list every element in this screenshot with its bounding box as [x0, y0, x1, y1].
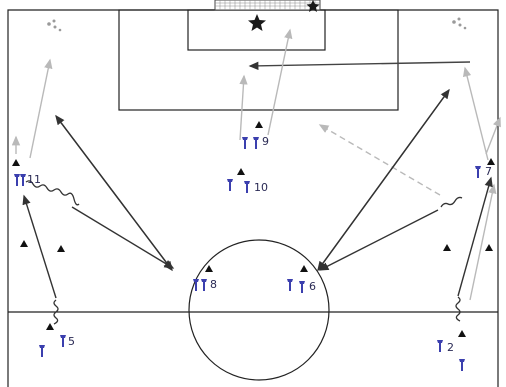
dribble-path	[53, 299, 59, 325]
goalkeeper-star-icon	[306, 0, 320, 12]
goal-net	[214, 0, 321, 11]
player-figure-icon	[459, 359, 465, 371]
dribble-path	[440, 196, 463, 208]
player-figure-icon	[201, 279, 207, 291]
run-arrow	[239, 74, 248, 141]
dribble-path	[25, 180, 80, 206]
cone-icon	[443, 244, 451, 251]
player-number: 9	[262, 135, 269, 148]
player-figure-icon	[299, 281, 305, 293]
player-number: 11	[27, 173, 41, 186]
player-figure-icon	[60, 335, 66, 347]
cone-icon	[485, 244, 493, 251]
pass-arrow	[318, 209, 439, 271]
player-number: 10	[254, 181, 268, 194]
center-circle	[188, 239, 330, 381]
run-arrows	[11, 28, 501, 301]
run-arrow	[29, 58, 53, 159]
player-number: 2	[447, 341, 454, 354]
player-figure-icon	[14, 174, 20, 186]
cone-icon	[487, 158, 495, 165]
player-group-2: 2	[437, 340, 465, 371]
player-figure-icon	[39, 345, 45, 357]
cone-icon	[12, 159, 20, 166]
player-number: 6	[309, 280, 316, 293]
player-group-5: 5	[39, 335, 75, 357]
cone-icon	[205, 265, 213, 272]
cone-icon	[458, 330, 466, 337]
pass-arrow	[55, 115, 173, 272]
player-figure-icon	[287, 279, 293, 291]
player-group-6: 6	[287, 279, 316, 293]
player-figure-icon	[242, 137, 248, 149]
player-figure-icon	[244, 181, 250, 193]
run-arrow-dashed	[318, 124, 441, 196]
pass-arrow	[22, 194, 57, 299]
player-number: 7	[485, 165, 492, 178]
player-figure-icon	[437, 340, 443, 352]
player-group-8: 8	[193, 278, 217, 291]
player-group-11: 11	[14, 173, 41, 186]
run-arrow	[469, 183, 497, 301]
balls-icon	[47, 19, 62, 32]
player-figure-icon	[227, 179, 233, 191]
player-group-7: 7	[475, 165, 492, 178]
cones	[12, 121, 495, 337]
cone-icon	[237, 168, 245, 175]
pass-arrow	[457, 176, 493, 297]
dribble-path	[455, 296, 461, 322]
run-arrow	[248, 61, 471, 71]
pass-arrows	[22, 88, 493, 299]
cone-icon	[300, 265, 308, 272]
goalkeeper-star-icon	[248, 14, 266, 31]
cone-icon	[20, 240, 28, 247]
player-figure-icon	[475, 166, 481, 178]
run-arrow	[267, 28, 293, 136]
cone-icon	[57, 245, 65, 252]
cone-icon	[255, 121, 263, 128]
pass-arrow	[317, 89, 450, 272]
balls-icon	[452, 17, 467, 30]
player-group-9: 9	[242, 135, 269, 149]
pass-arrow	[71, 206, 175, 269]
dribble-paths	[25, 180, 463, 325]
player-group-10: 10	[227, 179, 268, 194]
player-number: 5	[68, 335, 75, 348]
player-figure-icon	[20, 174, 26, 186]
run-arrow	[485, 116, 501, 155]
player-figure-icon	[253, 137, 259, 149]
run-arrow	[462, 66, 489, 161]
cone-icon	[46, 323, 54, 330]
player-number: 8	[210, 278, 217, 291]
